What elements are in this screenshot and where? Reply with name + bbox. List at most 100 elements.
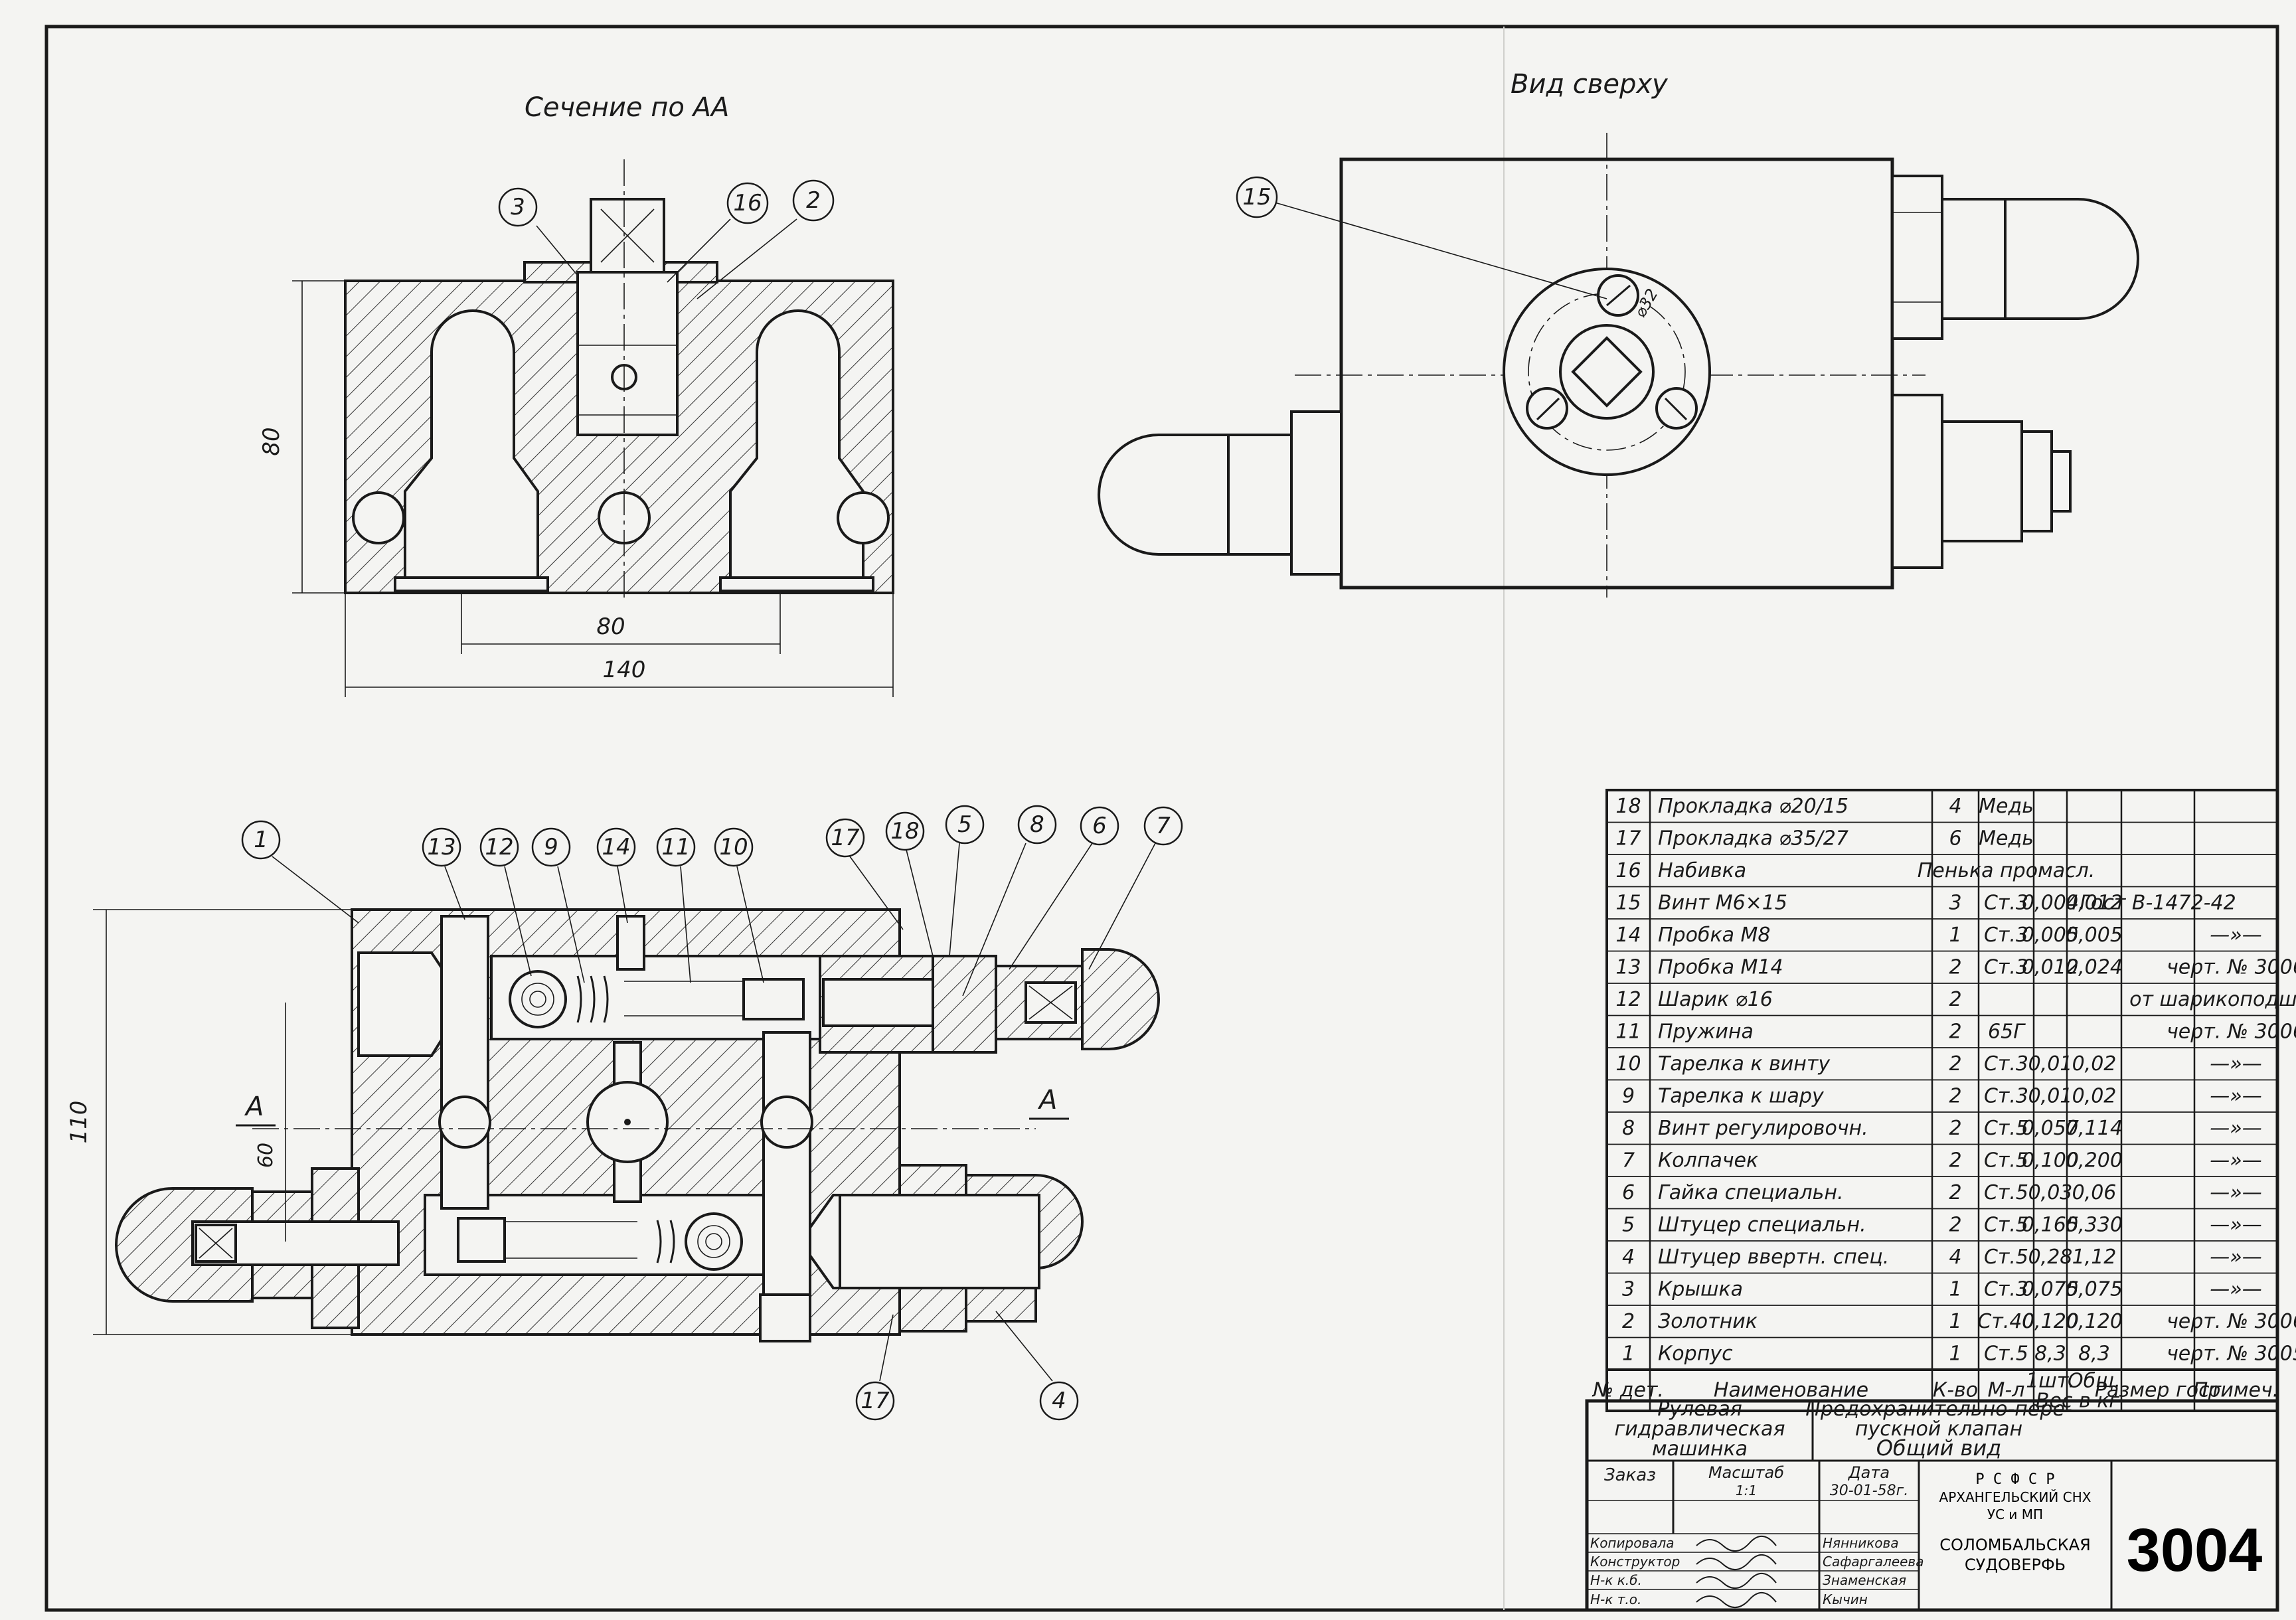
part-material: Ст.5	[1984, 1342, 2028, 1365]
part-weight-unit: 0,120	[2022, 1310, 2079, 1333]
part-material: Ст.5	[1984, 1117, 2028, 1140]
dim-height-80: 80	[258, 427, 285, 455]
part-weight-total: 0,06	[2072, 1181, 2117, 1204]
part-qty: 4	[1949, 795, 1961, 818]
part-material: Ст.3	[1984, 955, 2028, 979]
header-qty: К-во	[1933, 1379, 1978, 1402]
balloon-17-lower: 17	[855, 1314, 895, 1421]
part-name: Прокладка ⌀35/27	[1658, 827, 1848, 850]
balloon-18: 18	[885, 811, 934, 957]
part-no: 3	[1622, 1277, 1635, 1301]
part-name: Прокладка ⌀20/15	[1658, 795, 1848, 818]
section-title: Сечение по АА	[525, 92, 729, 123]
part-no: 6	[1622, 1181, 1635, 1204]
signature-name: Сафаргалеева	[1823, 1554, 1924, 1570]
part-material: 65Г	[1988, 1020, 2026, 1043]
part-qty: 2	[1949, 1213, 1961, 1236]
balloon-10: 10	[714, 827, 764, 983]
part-note: —»—	[2210, 1052, 2262, 1076]
part-weight-unit: 0,075	[2022, 1277, 2079, 1301]
header-name: Наименование	[1714, 1379, 1868, 1402]
part-qty: 2	[1949, 1117, 1961, 1140]
part-material: Ст.5	[1984, 1149, 2028, 1172]
signature-name: Кычин	[1823, 1591, 1868, 1607]
part-name: Золотник	[1658, 1310, 1758, 1333]
part-material: Ст.5	[1984, 1213, 2028, 1236]
top-view: Вид сверху ⌀32 15	[1098, 69, 2139, 598]
part-no: 14	[1615, 924, 1641, 947]
dim-height-60: 60	[254, 1143, 278, 1168]
product-line3: машинка	[1652, 1437, 1748, 1461]
part-no: 2	[1622, 1310, 1635, 1333]
svg-text:14: 14	[602, 834, 630, 860]
part-no: 18	[1615, 795, 1641, 818]
balloon-2: 2	[697, 179, 835, 299]
part-no: 13	[1615, 955, 1641, 979]
handwritten-signature	[1696, 1573, 1777, 1589]
part-name: Корпус	[1658, 1342, 1733, 1365]
svg-text:3: 3	[511, 194, 525, 220]
part-no: 8	[1622, 1117, 1635, 1140]
part-qty: 1	[1949, 1310, 1961, 1333]
part-weight-unit: 0,004	[2022, 891, 2079, 914]
part-qty: 2	[1949, 1020, 1961, 1043]
part-name: Штуцер специальн.	[1658, 1213, 1866, 1236]
part-name: Винт М6×15	[1658, 891, 1787, 914]
part-name: Пробка М8	[1658, 924, 1770, 947]
org-line1: Р С Ф С Р	[1975, 1471, 2054, 1488]
title-block: Рулевая гидравлическая машинка Предохран…	[1585, 1398, 2279, 1612]
drawing-name-line1: Предохранительно-пере-	[1805, 1398, 2072, 1421]
part-qty: 2	[1949, 988, 1961, 1011]
part-qty: 1	[1949, 1277, 1961, 1301]
part-name: Колпачек	[1658, 1149, 1758, 1172]
handwritten-signature	[1696, 1536, 1777, 1552]
part-qty: 1	[1949, 1342, 1961, 1365]
header-note: Примеч.	[2193, 1379, 2279, 1402]
part-material: Ст.3	[1984, 1277, 2028, 1301]
part-material: Ст.3	[1984, 891, 2028, 914]
part-weight-unit: 0,012	[2022, 955, 2079, 979]
drawing-name-line2: пускной клапан	[1855, 1418, 2022, 1441]
part-no: 16	[1615, 859, 1641, 882]
part-weight-total: 0,200	[2066, 1149, 2123, 1172]
part-note: —»—	[2210, 1117, 2262, 1140]
part-no: 11	[1615, 1020, 1641, 1043]
header-weight-unit: 1шт.	[2026, 1370, 2075, 1393]
svg-text:6: 6	[1092, 813, 1107, 839]
part-no: 5	[1622, 1213, 1635, 1236]
org-line2: АРХАНГЕЛЬСКИЙ СНХ	[1939, 1489, 2091, 1505]
svg-text:9: 9	[544, 834, 558, 860]
part-material: Ст.5	[1984, 1246, 2028, 1269]
part-weight-unit: 0,28	[2028, 1246, 2073, 1269]
part-name: Тарелка к шару	[1658, 1084, 1825, 1107]
part-name: Пружина	[1658, 1020, 1754, 1043]
part-weight-unit: 8,3	[2034, 1342, 2066, 1365]
part-material: Ст.3	[1984, 1052, 2028, 1076]
signature-role: Н-к т.о.	[1590, 1591, 1641, 1607]
svg-text:16: 16	[733, 190, 762, 216]
part-note: черт. № 3005	[2167, 1342, 2296, 1365]
part-weight-total: 1,12	[2072, 1246, 2117, 1269]
part-size-gost: Гост В-1472-42	[2080, 891, 2236, 914]
part-qty: 3	[1949, 891, 1961, 914]
part-weight-unit: 0,01	[2028, 1052, 2073, 1076]
handwritten-signature	[1696, 1592, 1777, 1608]
svg-text:1: 1	[254, 827, 268, 853]
part-weight-unit: 0,03	[2028, 1181, 2073, 1204]
svg-text:13: 13	[427, 834, 455, 860]
part-note: от шарикоподшипн.	[2129, 988, 2296, 1011]
part-qty: 2	[1949, 1084, 1961, 1107]
part-weight-total: 0,075	[2066, 1277, 2123, 1301]
balloon-3: 3	[498, 187, 578, 276]
balloon-17: 17	[825, 818, 904, 930]
part-note: черт. № 3006	[2167, 1310, 2296, 1333]
part-no: 12	[1615, 988, 1641, 1011]
part-weight-total: 0,120	[2066, 1310, 2123, 1333]
part-qty: 2	[1949, 1181, 1961, 1204]
signature-role: Н-к к.б.	[1590, 1572, 1642, 1588]
part-name: Винт регулировочн.	[1658, 1117, 1868, 1140]
part-note: —»—	[2210, 1246, 2262, 1269]
part-name: Штуцер ввертн. спец.	[1658, 1246, 1889, 1269]
